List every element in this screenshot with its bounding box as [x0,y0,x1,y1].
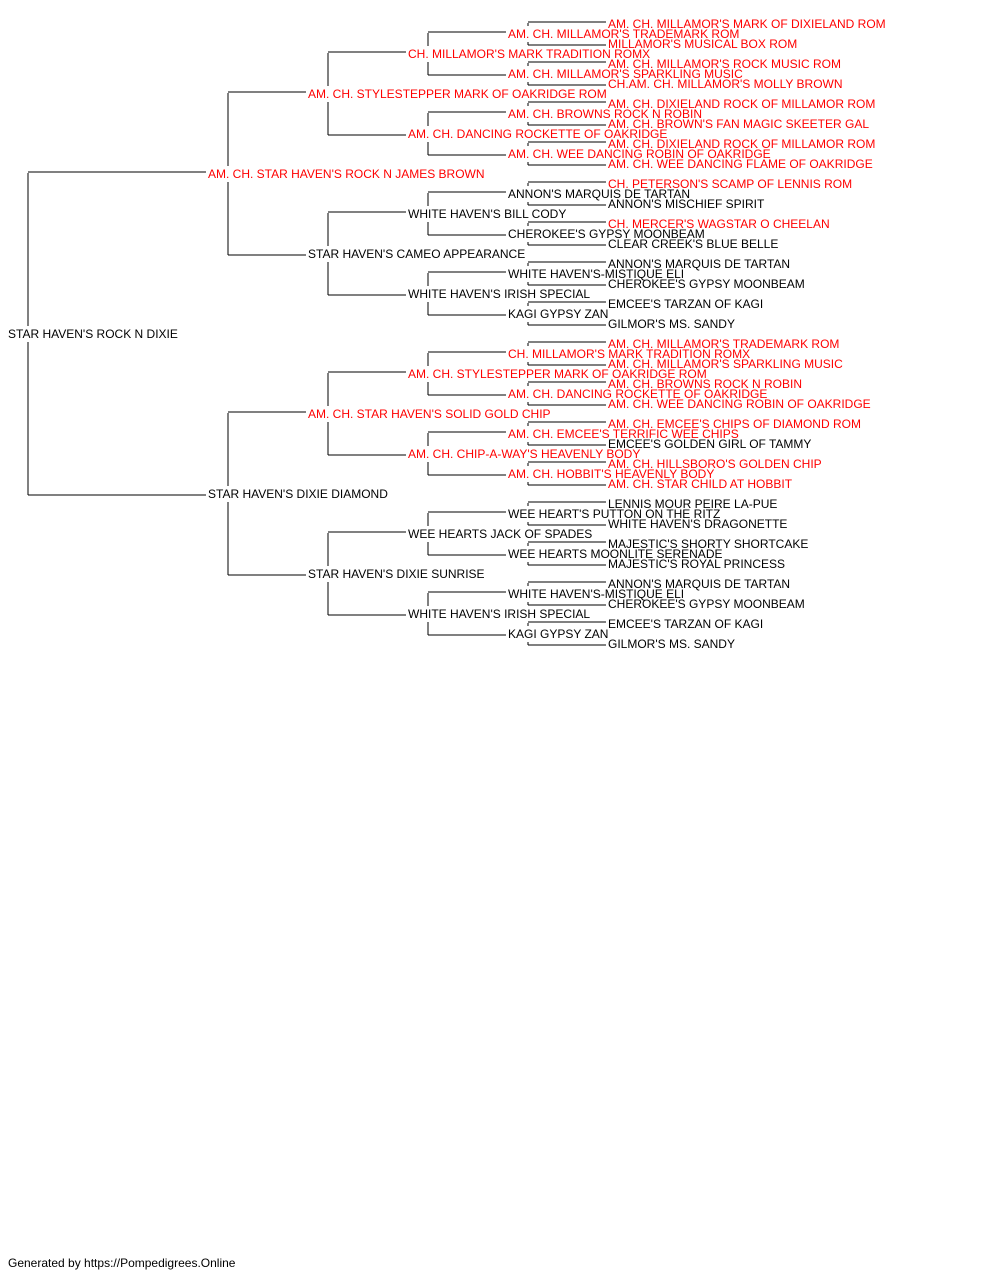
ancestor-name: AM. CH. DIXIELAND ROCK OF MILLAMOR ROM [608,97,875,111]
ancestor-name: AM. CH. EMCEE'S CHIPS OF DIAMOND ROM [608,417,861,431]
ancestor-name: ANNON'S MISCHIEF SPIRIT [608,197,765,211]
ancestor-name: AM. CH. DANCING ROCKETTE OF OAKRIDGE [408,127,667,141]
dam-name: STAR HAVEN'S DIXIE DIAMOND [208,487,388,501]
ancestor-name: WHITE HAVEN'S IRISH SPECIAL [408,287,590,301]
ancestor-name: CHEROKEE'S GYPSY MOONBEAM [508,227,705,241]
ancestor-name: AM. CH. WEE DANCING FLAME OF OAKRIDGE [608,157,873,171]
ancestor-name: AM. CH. CHIP-A-WAY'S HEAVENLY BODY [408,447,640,461]
sire-name: AM. CH. STAR HAVEN'S ROCK N JAMES BROWN [208,167,485,181]
ancestor-name: AM. CH. DANCING ROCKETTE OF OAKRIDGE [508,387,767,401]
ancestor-name: MAJESTIC'S SHORTY SHORTCAKE [608,537,808,551]
ancestor-name: AM. CH. BROWN'S FAN MAGIC SKEETER GAL [608,117,869,131]
ancestor-name: AM. CH. WEE DANCING ROBIN OF OAKRIDGE [508,147,771,161]
ancestor-name: AM. CH. MILLAMOR'S SPARKLING MUSIC [608,357,843,371]
ancestor-name: ANNON'S MARQUIS DE TARTAN [508,187,690,201]
ancestor-name: AM. CH. STAR CHILD AT HOBBIT [608,477,793,491]
ancestor-name: CH. MERCER'S WAGSTAR O CHEELAN [608,217,830,231]
ancestor-name: EMCEE'S GOLDEN GIRL OF TAMMY [608,437,811,451]
ancestor-name: AM. CH. BROWNS ROCK N ROBIN [608,377,802,391]
ancestor-name: AM. CH. DIXIELAND ROCK OF MILLAMOR ROM [608,137,875,151]
ancestor-name: STAR HAVEN'S CAMEO APPEARANCE [308,247,525,261]
ancestor-name: GILMOR'S MS. SANDY [608,317,735,331]
subject-name: STAR HAVEN'S ROCK N DIXIE [8,327,178,341]
ancestor-name: CHEROKEE'S GYPSY MOONBEAM [608,597,805,611]
ancestor-name: CH. MILLAMOR'S MARK TRADITION ROMX [508,347,750,361]
ancestor-name: KAGI GYPSY ZAN [508,627,608,641]
ancestor-name: AM. CH. MILLAMOR'S ROCK MUSIC ROM [608,57,841,71]
ancestor-name: AM. CH. BROWNS ROCK N ROBIN [508,107,702,121]
ancestor-name: WHITE HAVEN'S BILL CODY [408,207,566,221]
ancestor-name: EMCEE'S TARZAN OF KAGI [608,617,763,631]
ancestor-name: ANNON'S MARQUIS DE TARTAN [608,577,790,591]
ancestor-name: WHITE HAVEN'S IRISH SPECIAL [408,607,590,621]
ancestor-name: AM. CH. MILLAMOR'S TRADEMARK ROM [608,337,839,351]
ancestor-name: KAGI GYPSY ZAN [508,307,608,321]
ancestor-name: GILMOR'S MS. SANDY [608,637,735,651]
ancestor-name: CLEAR CREEK'S BLUE BELLE [608,237,778,251]
ancestor-name: ANNON'S MARQUIS DE TARTAN [608,257,790,271]
ancestor-name: CH. MILLAMOR'S MARK TRADITION ROMX [408,47,650,61]
ancestor-name: AM. CH. HOBBIT'S HEAVENLY BODY [508,467,714,481]
ancestor-name: STAR HAVEN'S DIXIE SUNRISE [308,567,485,581]
ancestor-name: AM. CH. WEE DANCING ROBIN OF OAKRIDGE [608,397,871,411]
ancestor-name: MAJESTIC'S ROYAL PRINCESS [608,557,785,571]
ancestor-name: MILLAMOR'S MUSICAL BOX ROM [608,37,797,51]
ancestor-name: AM. CH. EMCEE'S TERRIFIC WEE CHIPS [508,427,739,441]
ancestor-name: CHEROKEE'S GYPSY MOONBEAM [608,277,805,291]
ancestor-name: AM. CH. MILLAMOR'S MARK OF DIXIELAND ROM [608,17,886,31]
ancestor-name: CH. PETERSON'S SCAMP OF LENNIS ROM [608,177,852,191]
ancestor-name: LENNIS MOUR PEIRE LA-PUE [608,497,777,511]
ancestor-name: WEE HEART'S PUTTON ON THE RITZ [508,507,720,521]
ancestor-name: WEE HEARTS MOONLITE SERENADE [508,547,722,561]
ancestor-name: AM. CH. STYLESTEPPER MARK OF OAKRIDGE RO… [408,367,707,381]
ancestor-name: AM. CH. MILLAMOR'S TRADEMARK ROM [508,27,739,41]
ancestor-name: AM. CH. STAR HAVEN'S SOLID GOLD CHIP [308,407,551,421]
footer-credit: Generated by https://Pompedigrees.Online [8,1256,236,1270]
ancestor-name: AM. CH. MILLAMOR'S SPARKLING MUSIC [508,67,743,81]
ancestor-name: CH.AM. CH. MILLAMOR'S MOLLY BROWN [608,77,843,91]
ancestor-name: WHITE HAVEN'S DRAGONETTE [608,517,787,531]
ancestor-name: WHITE HAVEN'S-MISTIQUE ELI [508,587,684,601]
ancestor-name: EMCEE'S TARZAN OF KAGI [608,297,763,311]
ancestor-name: WEE HEARTS JACK OF SPADES [408,527,592,541]
ancestor-name: WHITE HAVEN'S-MISTIQUE ELI [508,267,684,281]
ancestor-name: AM. CH. STYLESTEPPER MARK OF OAKRIDGE RO… [308,87,607,101]
ancestor-name: AM. CH. HILLSBORO'S GOLDEN CHIP [608,457,822,471]
